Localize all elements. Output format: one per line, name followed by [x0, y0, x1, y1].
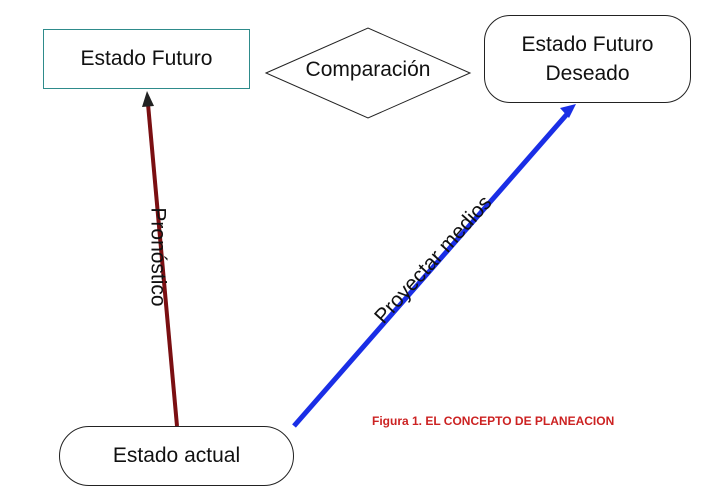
forecast-arrow — [146, 103, 179, 427]
future-state-label: Estado Futuro — [80, 47, 213, 71]
desired-state-label-line1: Estado Futuro — [521, 32, 654, 56]
project-arrowhead — [560, 104, 576, 118]
current-state-box: Estado actual — [59, 426, 294, 486]
project-arrow — [292, 111, 570, 428]
current-state-label: Estado actual — [112, 444, 241, 468]
future-state-box: Estado Futuro — [43, 29, 250, 89]
comparison-label: Comparación — [305, 58, 431, 81]
desired-state-label-line2: Deseado — [545, 62, 630, 85]
forecast-arrowhead — [142, 91, 154, 107]
comparison-diamond — [264, 27, 472, 119]
forecast-label: Pronóstico — [146, 207, 170, 307]
desired-state-box: Estado Futuro Deseado — [484, 15, 691, 103]
figure-caption: Figura 1. EL CONCEPTO DE PLANEACION — [372, 414, 615, 428]
